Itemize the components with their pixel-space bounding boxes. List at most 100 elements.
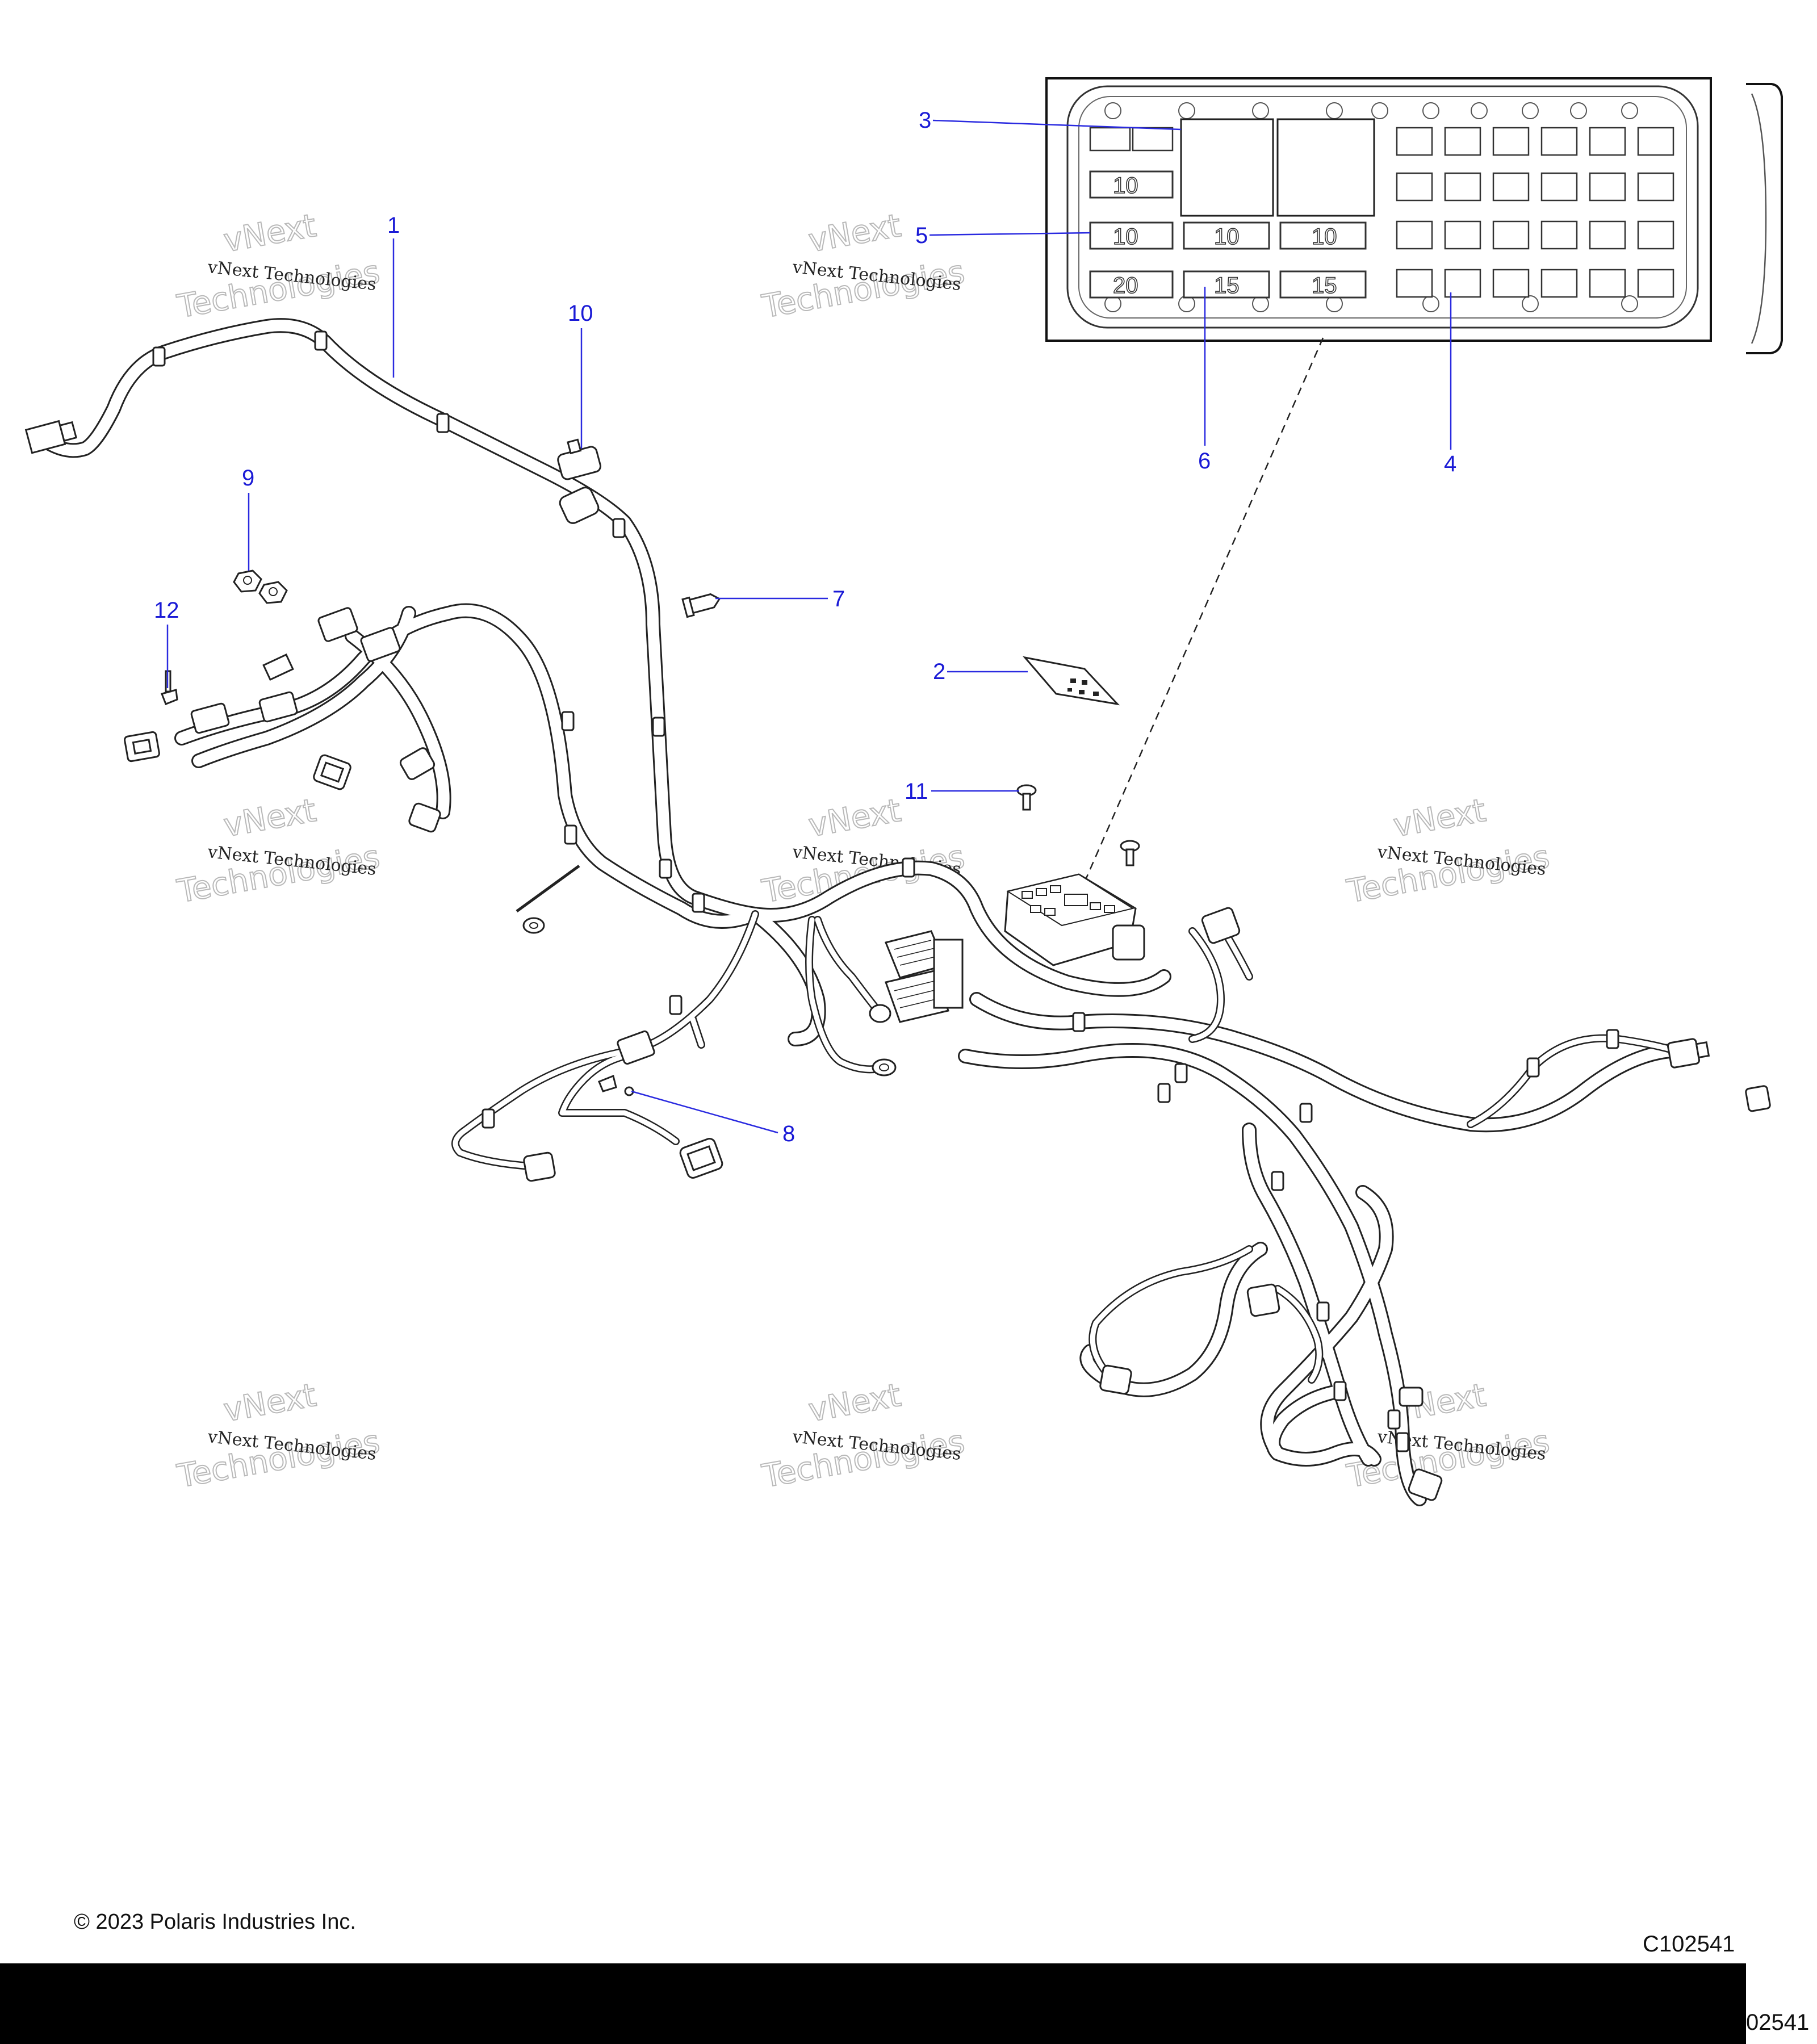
ground-terminal <box>516 864 580 934</box>
watermark: vNext Technologies <box>1343 791 1553 911</box>
callout-12: 12 <box>154 598 179 688</box>
fuse: 15 <box>1279 270 1367 299</box>
fuse-socket <box>1396 127 1433 156</box>
nut <box>233 569 262 593</box>
harness-lead <box>690 1016 704 1048</box>
fuse-socket <box>1492 127 1530 156</box>
detail-leader-dashed <box>1081 337 1324 889</box>
tie-clip <box>1157 1083 1171 1103</box>
fuse-socket <box>1492 172 1530 202</box>
screw <box>1120 840 1140 866</box>
callout-6: 6 <box>1198 287 1211 474</box>
svg-text:vNext: vNext <box>221 207 319 259</box>
fuse: 10 <box>1089 221 1174 250</box>
watermark: vNext Technologies <box>174 1376 383 1496</box>
tie-clip <box>669 995 683 1015</box>
tie-clip <box>1526 1057 1540 1078</box>
watermark: vNext Technologies <box>759 791 968 911</box>
watermark: vNext Technologies <box>1343 1376 1553 1496</box>
harness-branch <box>43 320 761 920</box>
connector <box>1246 1283 1280 1317</box>
connector <box>360 627 401 662</box>
tie-clip <box>152 346 166 367</box>
tie-clip <box>561 711 575 731</box>
svg-text:10: 10 <box>1214 224 1240 249</box>
tie-clip <box>612 518 626 538</box>
fuse-socket <box>1589 127 1626 156</box>
fuse: 10 <box>1183 221 1270 250</box>
callout-9: 9 <box>242 466 254 571</box>
connector <box>190 702 230 734</box>
tie-clip <box>482 1108 495 1129</box>
harness-lead-outline <box>451 910 759 1171</box>
connector <box>1399 1387 1424 1407</box>
callout-1: 1 <box>387 213 400 378</box>
callout-4: 4 <box>1444 292 1456 476</box>
harness-lead <box>453 911 758 1170</box>
harness-lead <box>815 917 883 1016</box>
bracket <box>598 1074 634 1096</box>
drawing-code-partial: 02541 <box>1746 2010 1809 2035</box>
connector <box>1408 1468 1443 1501</box>
callout-7: 7 <box>715 587 845 611</box>
svg-text:4: 4 <box>1444 451 1456 476</box>
svg-text:7: 7 <box>832 587 845 611</box>
fuse-socket <box>1540 172 1578 202</box>
fuse: 15 <box>1183 270 1270 299</box>
callouts: 1 2 3 4 5 6 7 8 <box>154 108 1456 1146</box>
svg-text:6: 6 <box>1198 449 1211 474</box>
tie-clip <box>652 717 665 737</box>
push-pin <box>681 593 721 618</box>
fuse-box-side-view <box>1746 83 1783 354</box>
bracket <box>161 670 178 705</box>
tie-clip <box>314 330 328 351</box>
ground-terminal <box>872 1058 897 1077</box>
svg-text:9: 9 <box>242 466 254 491</box>
fuse-socket <box>1444 220 1481 250</box>
connector <box>313 754 351 790</box>
connector <box>258 691 298 723</box>
fuse-socket <box>1637 269 1674 298</box>
callout-2: 2 <box>933 659 1028 684</box>
fuse-socket <box>1637 127 1674 156</box>
fuse-socket <box>1589 172 1626 202</box>
callout-5: 5 <box>915 223 1091 248</box>
watermark: vNext Technologies <box>174 207 383 326</box>
harness-lead <box>806 917 887 1072</box>
svg-text:1: 1 <box>387 213 400 238</box>
fuse-box <box>1004 873 1145 966</box>
connector <box>679 1138 723 1179</box>
svg-text:15: 15 <box>1214 273 1240 298</box>
tie-clip <box>1174 1063 1188 1083</box>
harness-lead <box>1190 928 1224 1042</box>
connector <box>262 654 294 681</box>
fuse-socket <box>1492 220 1530 250</box>
svg-text:15: 15 <box>1312 273 1337 298</box>
harness-parts <box>24 420 1771 1501</box>
harness-lead <box>1275 1286 1322 1383</box>
fuse-socket <box>1444 127 1481 156</box>
watermark: vNext Technologies <box>759 1376 968 1496</box>
svg-text:8: 8 <box>782 1121 795 1146</box>
svg-text:10: 10 <box>1113 173 1138 198</box>
tie-clip <box>1072 1012 1086 1032</box>
watermark: vNext Technologies <box>174 791 383 911</box>
watermarks: vNext Technologies vNext Technologies vN… <box>174 207 1553 2044</box>
svg-text:10: 10 <box>1312 224 1337 249</box>
harness-clip <box>559 487 600 524</box>
harness-lead <box>1090 1246 1252 1383</box>
harness-branch <box>1244 1124 1374 1465</box>
connector <box>1667 1038 1710 1069</box>
tie-clip <box>692 893 705 913</box>
connector <box>408 802 441 833</box>
fuse-box-detail-inset: 10 10 10 10 20 15 15 <box>1045 77 1783 354</box>
fuse-socket <box>1540 220 1578 250</box>
nut <box>258 581 288 604</box>
harness-lead <box>1468 1036 1686 1127</box>
connector <box>1745 1085 1771 1112</box>
harness-branch <box>176 605 761 927</box>
connector <box>617 1030 655 1065</box>
fuse-socket-grid <box>1396 127 1674 298</box>
connector <box>399 747 436 780</box>
fuse-socket <box>1492 269 1530 298</box>
